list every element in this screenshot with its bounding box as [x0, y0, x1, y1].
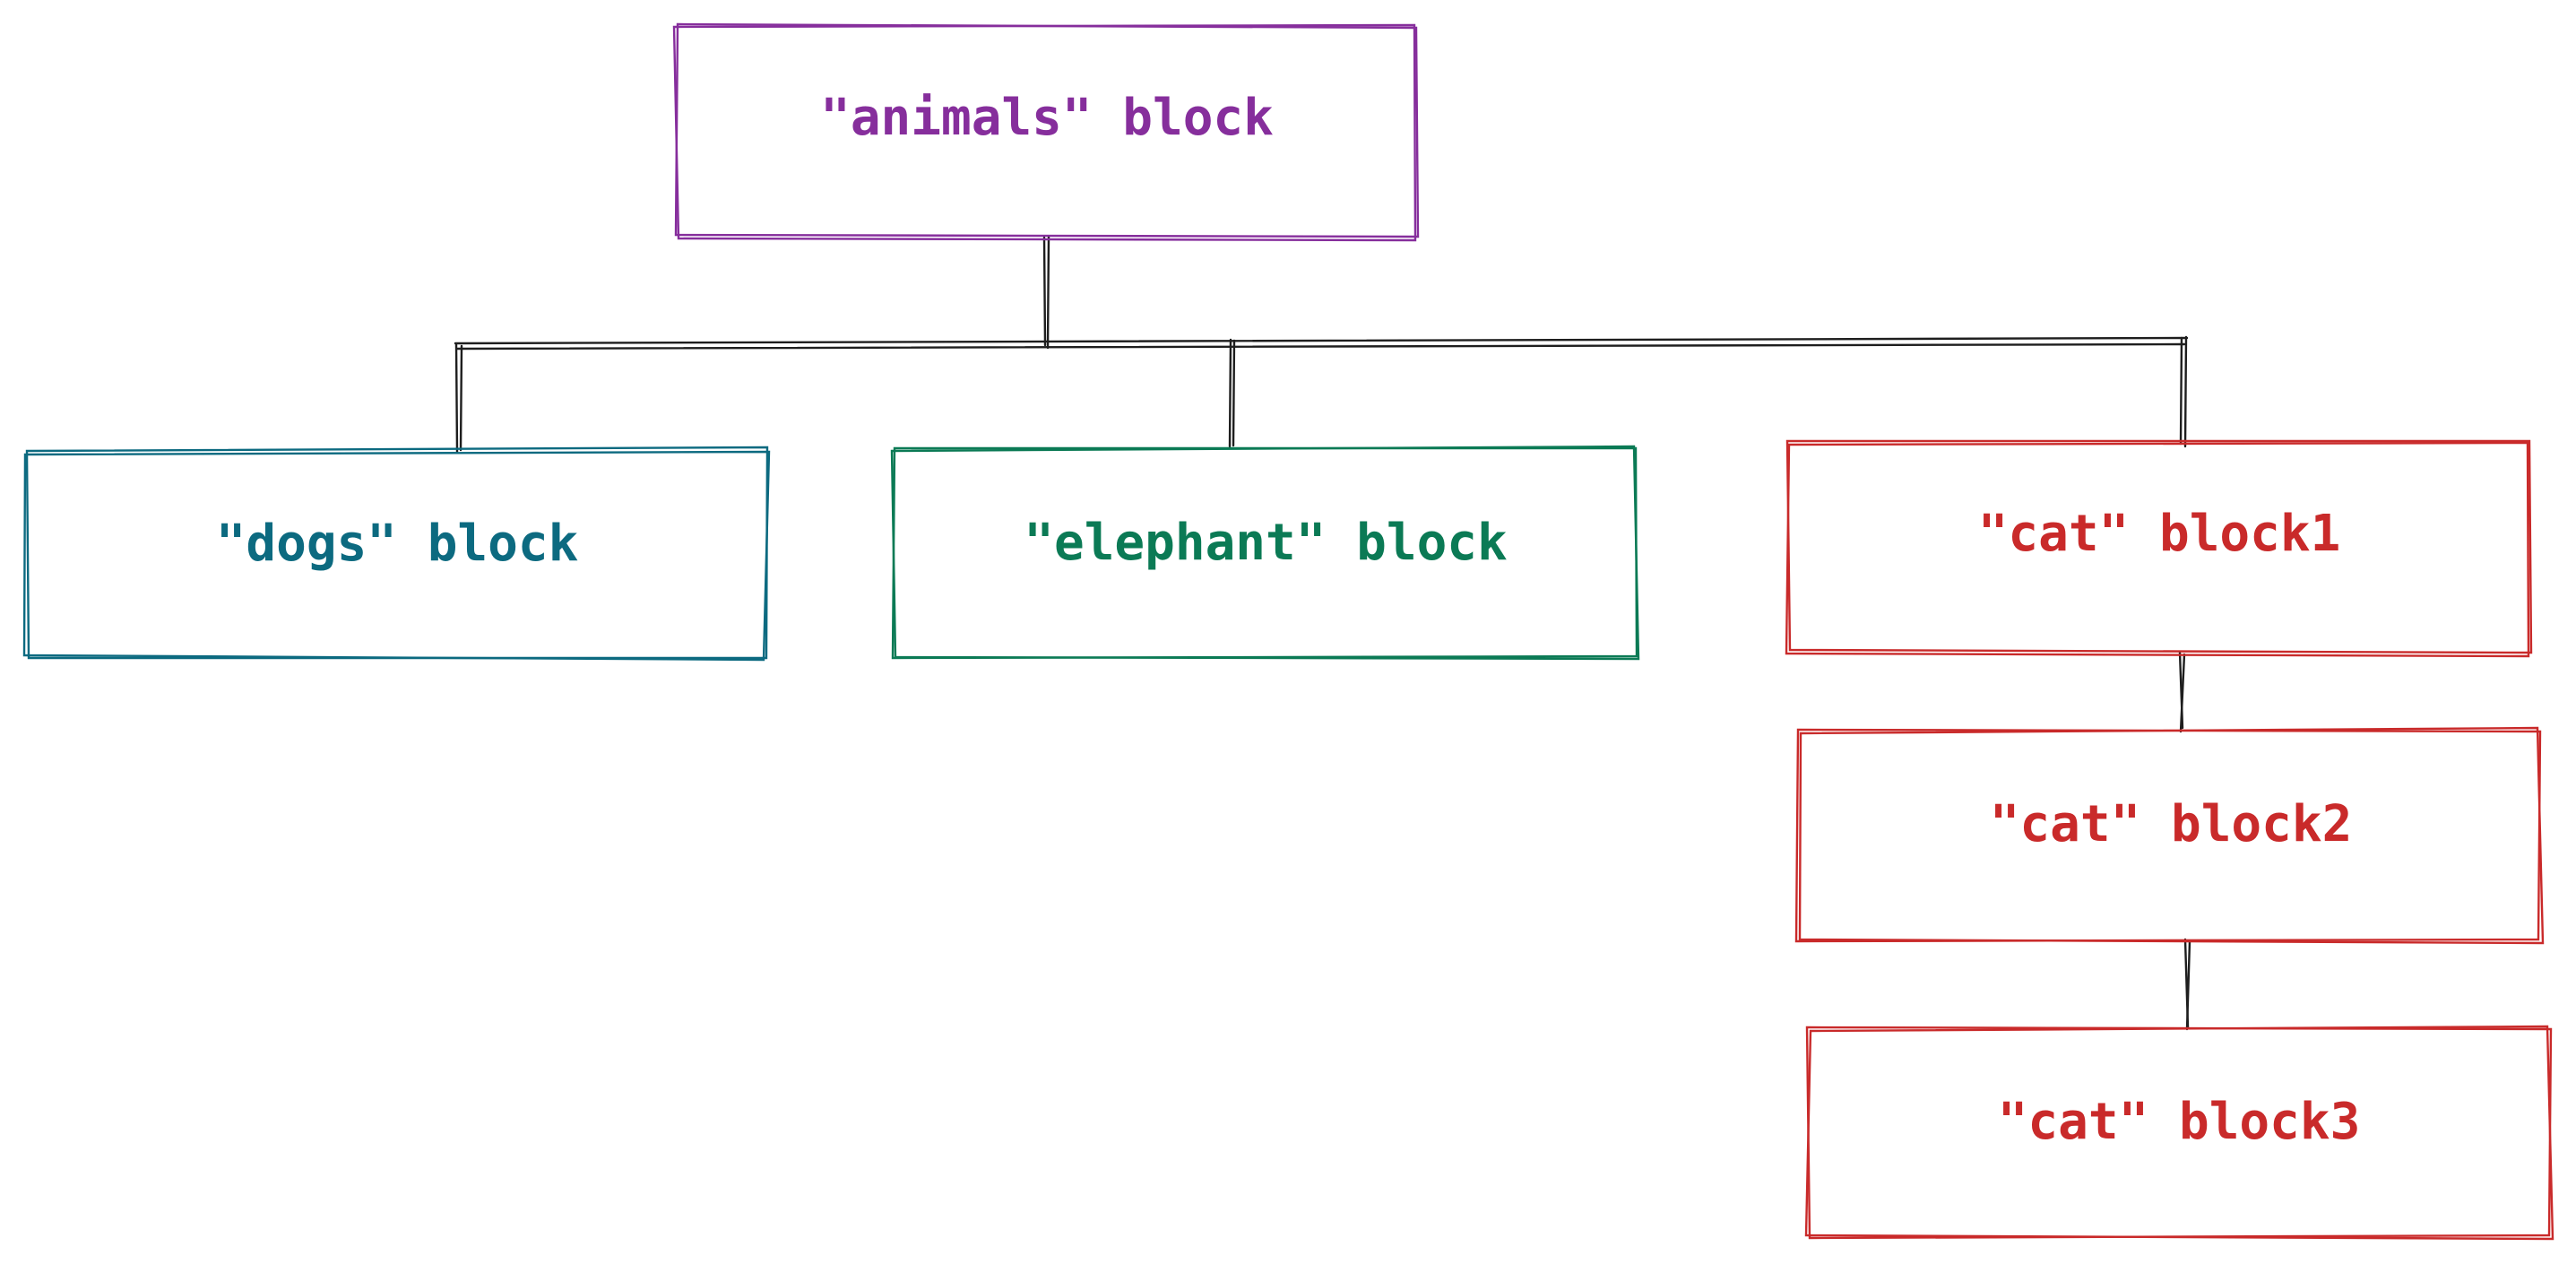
cat-block-3: "cat" block3	[1804, 1025, 2554, 1241]
cat-block-3-label: "cat" block3	[1998, 1093, 2361, 1151]
dogs-block-label: "dogs" block	[216, 515, 579, 573]
cat-block-2-border	[1794, 726, 2545, 945]
cat-block-3-border	[1804, 1025, 2554, 1241]
elephant-block-label: "elephant" block	[1024, 514, 1507, 572]
connector-dogs-drop	[454, 342, 463, 454]
animals-block-border	[672, 22, 1420, 242]
cat-block-1: "cat" block1	[1785, 439, 2533, 658]
connector-animals-down	[1042, 235, 1050, 350]
animals-block: "animals" block	[672, 22, 1420, 242]
connector-cat1-to-cat2	[2178, 651, 2186, 733]
cat-block-2-label: "cat" block2	[1990, 795, 2353, 853]
elephant-block-border	[890, 445, 1640, 661]
cat-block-1-label: "cat" block1	[1978, 505, 2341, 563]
connectors	[454, 235, 2191, 1031]
dogs-block-border	[22, 446, 771, 662]
cat-block-1-border	[1785, 439, 2533, 658]
connector-cat1-drop	[2179, 335, 2188, 448]
animals-block-label: "animals" block	[820, 89, 1274, 147]
dogs-block: "dogs" block	[22, 446, 771, 662]
elephant-block: "elephant" block	[890, 445, 1640, 661]
cat-block-2: "cat" block2	[1794, 726, 2545, 945]
connector-horizontal-bus	[454, 336, 2189, 351]
connector-elephant-drop	[1228, 338, 1236, 448]
connector-cat2-to-cat3	[2183, 938, 2191, 1031]
